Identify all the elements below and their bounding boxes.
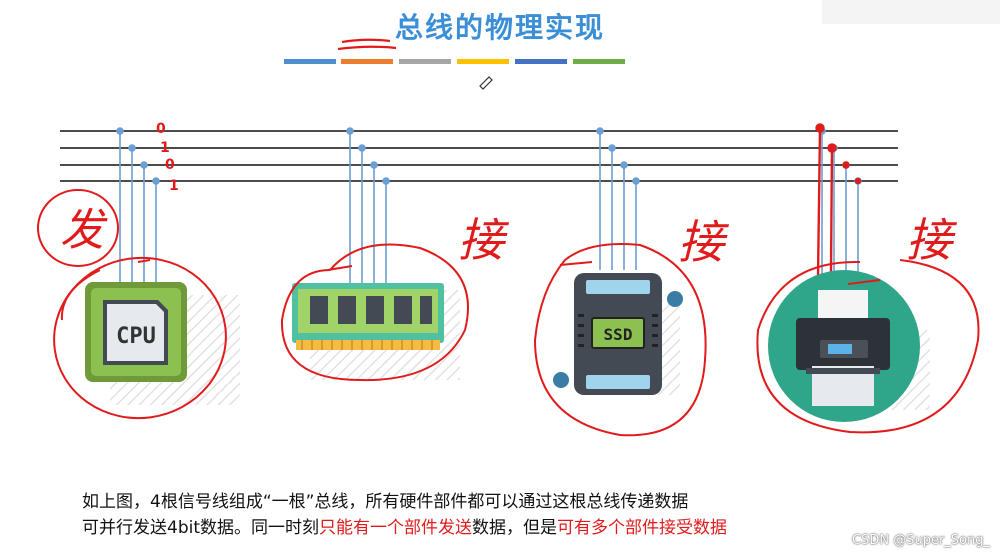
bit-1: 1	[160, 140, 170, 156]
cpu-connectors	[116, 127, 160, 285]
bit-3: 1	[169, 178, 179, 194]
bit-0: 0	[156, 121, 166, 137]
color-bar-1	[284, 59, 336, 64]
red-circle-annotations	[37, 189, 980, 437]
title-underline-scribble	[337, 38, 397, 51]
ssd-connectors	[596, 127, 640, 270]
pen-icon	[479, 76, 493, 90]
handwriting-receive-2: 接	[678, 215, 730, 269]
color-bar-4	[457, 59, 509, 64]
bus-lines	[60, 130, 898, 182]
description: 如上图，4根信号线组成“一根”总线，所有硬件部件都可以通过这根总线传递数据 可并…	[82, 489, 727, 541]
handwriting-receive-1: 接	[458, 213, 510, 267]
color-bar-6	[573, 59, 625, 64]
handwriting-send: 发	[60, 205, 108, 256]
printer-red-annotation	[815, 123, 862, 279]
ram-module	[292, 283, 444, 350]
circle-cpu	[53, 256, 227, 420]
title-color-bar	[284, 59, 625, 64]
bit-annotations: 0 1 0 1	[156, 121, 179, 194]
circle-ram	[280, 243, 469, 382]
handwriting-receive-3: 接	[906, 213, 958, 267]
bit-2: 0	[165, 157, 175, 173]
description-line-2: 可并行发送4bit数据。同一时刻只能有一个部件发送数据，但是可有多个部件接受数据	[82, 515, 727, 541]
printer-bracket	[847, 279, 881, 285]
top-right-panel	[822, 0, 1000, 24]
ram-bracket	[327, 265, 353, 271]
printer-connectors	[818, 127, 862, 280]
desc-highlight-multi-receivers: 可有多个部件接受数据	[557, 518, 727, 538]
watermark: CSDN @Super_Song_	[852, 533, 990, 548]
printer	[768, 270, 920, 422]
color-bar-5	[515, 59, 567, 64]
desc-text-a: 可并行发送4bit数据。同一时刻	[82, 518, 319, 538]
ssd-drive: SSD	[553, 273, 683, 395]
ssd-bracket	[559, 261, 593, 266]
circle-send	[37, 189, 119, 267]
desc-highlight-single-sender: 只能有一个部件发送	[319, 518, 472, 538]
circle-ssd	[533, 243, 707, 437]
color-bar-3	[399, 59, 451, 64]
desc-text-b: 数据，但是	[472, 518, 557, 538]
slide-title: 总线的物理实现	[394, 11, 605, 44]
cpu-label: CPU	[116, 324, 156, 349]
ram-connectors	[346, 127, 390, 285]
circle-printer	[756, 259, 980, 434]
color-bar-2	[341, 59, 393, 64]
description-line-1: 如上图，4根信号线组成“一根”总线，所有硬件部件都可以通过这根总线传递数据	[82, 492, 689, 512]
ssd-label: SSD	[604, 325, 633, 344]
cpu-bracket	[60, 259, 151, 321]
cpu-chip: CPU	[85, 282, 187, 382]
